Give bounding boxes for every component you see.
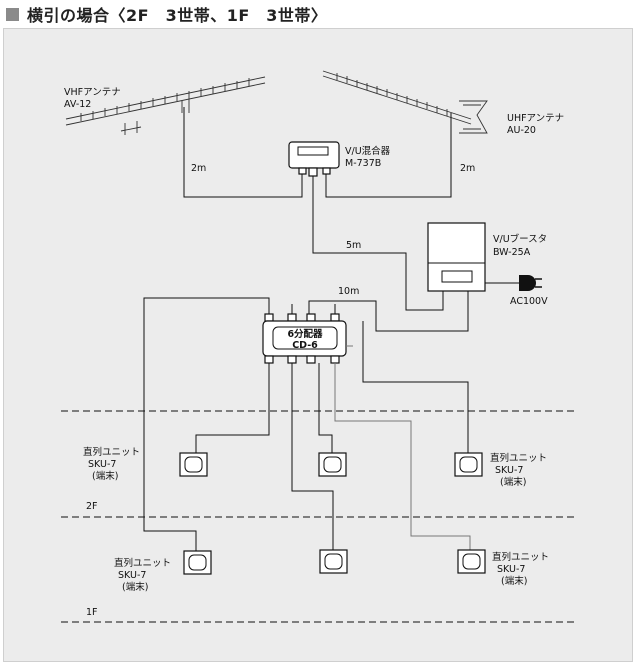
wiring-diagram: VHFアンテナ AV-12 UHFアンテナ AU-20 V/U混合器 M-737… [61,70,575,623]
uhf-antenna-model: AU-20 [507,125,536,136]
mixer-to-booster-cable [312,176,444,311]
mixer-model: M-737B [345,158,381,169]
vhf-antenna-icon [65,76,266,135]
outlet-2f-left [179,452,208,477]
outlet-2f-right [454,452,483,477]
booster-power: AC100V [510,296,548,307]
unit-label-1f-right-line2: SKU-7 [497,564,525,575]
booster-splitter-length: 10m [338,286,359,297]
booster-name: V/Uブースタ [493,233,547,245]
booster-box [427,222,486,292]
vhf-cable [183,107,303,198]
outlet-1f-center [319,549,348,574]
mixer-booster-length: 5m [346,240,361,251]
outlet-2f-center [318,452,347,477]
uhf-cable-length: 2m [460,163,475,174]
splitter-model: CD-6 [292,340,318,351]
unit-label-2f-left-line3: (端末) [92,470,118,482]
cable-1f-left [143,297,270,551]
unit-label-1f-left-line3: (端末) [122,581,148,593]
cable-2f-center [318,363,333,453]
floor-label-1f: 1F [86,607,98,618]
uhf-antenna-icon [322,70,488,134]
diagram-panel: VHFアンテナ AV-12 UHFアンテナ AU-20 V/U混合器 M-737… [3,28,633,662]
unit-label-2f-left-line2: SKU-7 [88,459,116,470]
vhf-antenna-model: AV-12 [64,99,91,110]
outlet-1f-left [183,550,212,575]
mixer-name: V/U混合器 [345,145,391,157]
unit-label-1f-right-line1: 直列ユニット [492,551,549,563]
unit-label-1f-left-line1: 直列ユニット [114,557,171,569]
cable-2f-right [362,321,469,453]
title-bar: 横引の場合〈2F 3世帯、1F 3世帯〉 [0,0,637,28]
unit-label-1f-left-line2: SKU-7 [118,570,146,581]
booster-to-splitter-cable [308,291,469,332]
unit-label-2f-left-line1: 直列ユニット [83,446,140,458]
floor-label-2f: 2F [86,501,98,512]
mixer-box [288,141,340,177]
cable-1f-center [291,363,334,550]
cable-1f-right [334,363,471,550]
booster-model: BW-25A [493,247,531,258]
title-square-icon [6,7,19,21]
unit-label-2f-right-line3: (端末) [500,476,526,488]
uhf-antenna-name: UHFアンテナ [507,113,564,124]
unit-label-2f-right-line2: SKU-7 [495,465,523,476]
uhf-cable [325,113,452,198]
page-title: 横引の場合〈2F 3世帯、1F 3世帯〉 [27,6,328,25]
splitter-name: 6分配器 [287,328,323,340]
power-plug-icon [519,275,542,291]
unit-label-2f-right-line1: 直列ユニット [490,452,547,464]
vhf-antenna-name: VHFアンテナ [64,87,121,98]
cable-2f-left [195,363,270,453]
outlet-1f-right [457,549,486,574]
vhf-cable-length: 2m [191,163,206,174]
splitter-box [262,313,347,364]
unit-label-1f-right-line3: (端末) [501,575,527,587]
